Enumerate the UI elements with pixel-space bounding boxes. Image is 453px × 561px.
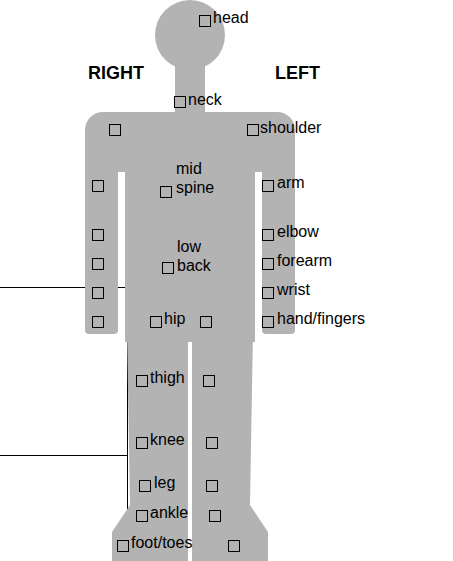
body-part-label: knee xyxy=(150,430,185,449)
checkbox xyxy=(118,541,129,552)
checkbox xyxy=(263,288,274,299)
body-part-label: arm xyxy=(277,173,305,192)
body-part-label: head xyxy=(213,8,249,27)
body-part-label: ankle xyxy=(150,503,188,522)
checkbox xyxy=(163,263,174,274)
checkbox xyxy=(263,181,274,192)
body-part-label: thigh xyxy=(150,368,185,387)
body-part-label: leg xyxy=(154,473,175,492)
body-part-label: forearm xyxy=(277,251,332,270)
body-part-label: hand/fingers xyxy=(277,309,365,328)
checkbox xyxy=(207,438,218,449)
checkbox xyxy=(263,317,274,328)
checkbox xyxy=(248,125,259,136)
checkbox xyxy=(229,541,240,552)
checkbox xyxy=(210,511,221,522)
checkbox xyxy=(137,376,148,387)
checkbox xyxy=(93,288,104,299)
body-part-label: wrist xyxy=(277,280,310,299)
checkbox xyxy=(207,481,218,492)
checkbox xyxy=(263,259,274,270)
checkbox xyxy=(161,187,172,198)
side-label: LEFT xyxy=(275,63,320,83)
checkbox xyxy=(263,230,274,241)
checkbox xyxy=(200,16,211,27)
body-part-label: low back xyxy=(177,237,211,275)
checkbox xyxy=(137,438,148,449)
checkbox xyxy=(175,97,186,108)
body-part-label: hip xyxy=(164,309,185,328)
silhouette xyxy=(85,0,295,561)
checkbox xyxy=(93,259,104,270)
checkbox xyxy=(201,317,212,328)
body-part-label: foot/toes xyxy=(131,533,192,552)
checkbox xyxy=(93,230,104,241)
body-part-label: mid spine xyxy=(176,159,214,197)
checkbox xyxy=(93,317,104,328)
body-part-label: elbow xyxy=(277,222,319,241)
body-part-label: neck xyxy=(188,90,222,109)
checkbox-group xyxy=(93,16,274,552)
checkbox xyxy=(137,511,148,522)
checkbox xyxy=(140,481,151,492)
body-part-label: shoulder xyxy=(260,118,321,137)
checkbox xyxy=(93,181,104,192)
checkbox xyxy=(151,317,162,328)
side-label: RIGHT xyxy=(88,63,144,83)
checkbox xyxy=(110,125,121,136)
checkbox xyxy=(204,376,215,387)
